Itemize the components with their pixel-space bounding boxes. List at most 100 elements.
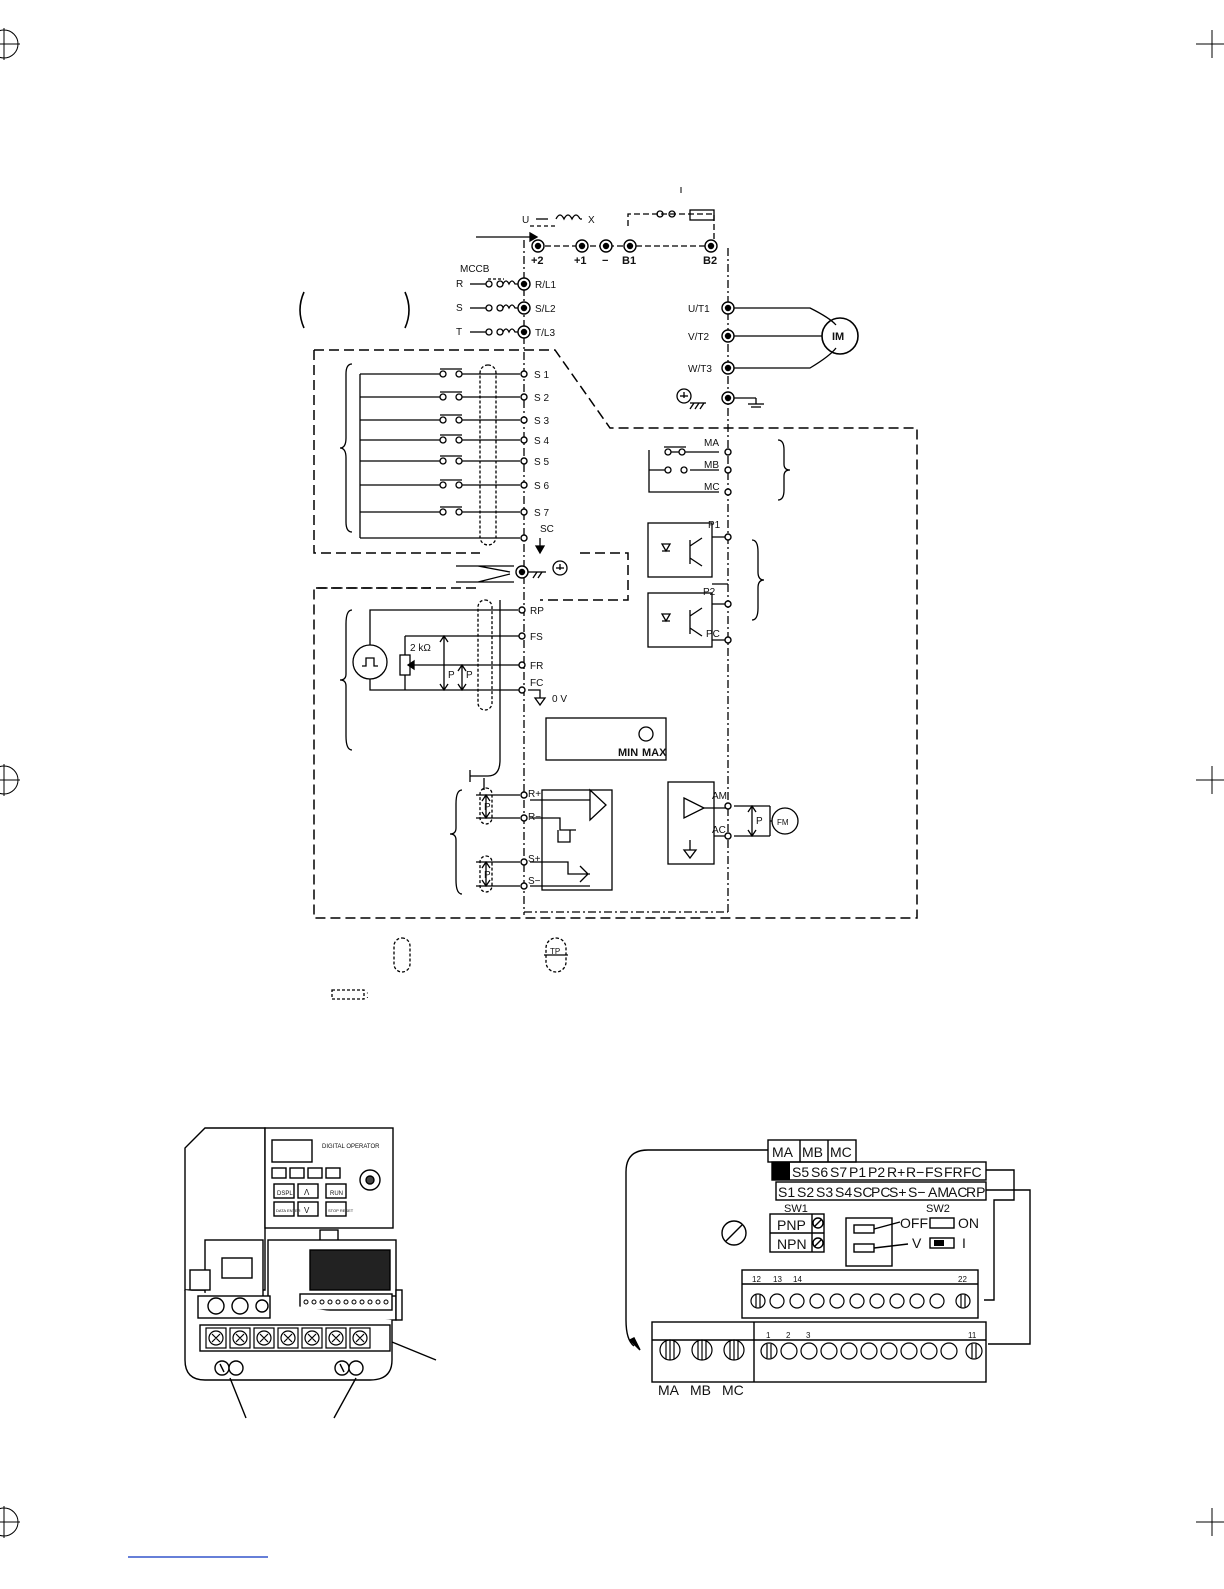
tb-num-11: 11 bbox=[968, 1331, 977, 1340]
relay-ma: MA bbox=[704, 438, 719, 449]
term-minus: − bbox=[602, 255, 608, 267]
sw1-label: SW1 bbox=[784, 1203, 808, 1215]
tb-row2: S5 S6 S7 P1 P2 R+ R− FS FR FC bbox=[792, 1164, 982, 1180]
input-s7: S 7 bbox=[534, 508, 549, 519]
reactor-u: U bbox=[522, 215, 529, 226]
tb-am: AM bbox=[928, 1184, 949, 1200]
tb-num-22: 22 bbox=[958, 1275, 967, 1284]
terminal-block-detail: MA MB MC S5 S6 S7 P1 P2 R+ R− FS FR FC S… bbox=[625, 1139, 1031, 1398]
input-s4: S 4 bbox=[534, 436, 549, 447]
resistor-value: 2 kΩ bbox=[410, 643, 431, 654]
term-r-l1: R/L1 bbox=[535, 280, 557, 291]
term-v-t2: V/T2 bbox=[688, 332, 710, 343]
term-plus1: +1 bbox=[574, 255, 587, 267]
crop-mark-top-right bbox=[1196, 30, 1224, 58]
phase-t: T bbox=[456, 327, 462, 338]
tb-s7: S7 bbox=[830, 1164, 847, 1180]
monitor-am: AM bbox=[712, 791, 727, 802]
term-plus2: +2 bbox=[531, 255, 544, 267]
tb-s-minus: S− bbox=[908, 1184, 926, 1200]
mccb-label: MCCB bbox=[460, 264, 490, 275]
key-dspl: DSPL bbox=[277, 1191, 293, 1197]
relay-mb: MB bbox=[704, 460, 719, 471]
schematic-labels: U X +2 +1 − B1 B2 MCCB R S T R/L1 S/L2 T… bbox=[366, 215, 844, 1001]
comm-shield-2: P bbox=[484, 870, 491, 881]
sw2-off: OFF bbox=[900, 1215, 928, 1231]
sw2-i: I bbox=[962, 1235, 966, 1251]
tb-bottom-mc: MC bbox=[722, 1382, 744, 1398]
tb-s4: S4 bbox=[835, 1184, 852, 1200]
sw1-pnp: PNP bbox=[777, 1217, 806, 1233]
shield-mark-1: P bbox=[448, 670, 455, 681]
tb-num-2: 2 bbox=[786, 1331, 791, 1340]
tb-num-3: 3 bbox=[806, 1331, 811, 1340]
tb-r-minus: R− bbox=[906, 1164, 924, 1180]
term-u-t1: U/T1 bbox=[688, 304, 710, 315]
tb-fs: FS bbox=[925, 1164, 943, 1180]
photo-p2: P2 bbox=[703, 587, 716, 598]
term-w-t3: W/T3 bbox=[688, 364, 712, 375]
sw1-npn: NPN bbox=[777, 1236, 807, 1252]
tb-row3: S1 S2 S3 S4 SC PC S+ S− AM AC RP bbox=[778, 1184, 985, 1200]
tb-p2: P2 bbox=[868, 1164, 885, 1180]
key-run: RUN bbox=[330, 1191, 343, 1197]
phase-r: R bbox=[456, 279, 463, 290]
comm-r-minus: R− bbox=[528, 812, 541, 823]
zero-volt: 0 V bbox=[552, 694, 567, 705]
crop-mark-mid-right bbox=[1196, 766, 1224, 794]
input-sc: SC bbox=[540, 524, 554, 535]
tb-pc: PC bbox=[871, 1184, 890, 1200]
tb-bottom-mb: MB bbox=[690, 1382, 711, 1398]
input-s1: S 1 bbox=[534, 370, 549, 381]
meter-label: FM bbox=[777, 818, 789, 827]
photo-pc: PC bbox=[706, 629, 720, 640]
terminal-points bbox=[515, 239, 735, 890]
term-t-l3: T/L3 bbox=[535, 328, 555, 339]
key-stop: STOP RESET bbox=[328, 1208, 354, 1213]
tb-bottom-ma: MA bbox=[658, 1382, 680, 1398]
monitor-shield: P bbox=[756, 816, 763, 827]
term-b1: B1 bbox=[622, 255, 636, 267]
reactor-x: X bbox=[588, 215, 595, 226]
phase-s: S bbox=[456, 303, 463, 314]
crop-mark-mid-left bbox=[0, 764, 20, 796]
motor-label: IM bbox=[832, 331, 844, 343]
tb-s3: S3 bbox=[816, 1184, 833, 1200]
analog-fr: FR bbox=[530, 661, 543, 672]
input-s6: S 6 bbox=[534, 481, 549, 492]
monitor-ac: AC bbox=[712, 825, 726, 836]
tb-top-mb: MB bbox=[802, 1144, 823, 1160]
inverter-photo: DIGITAL OPERATOR DSPL Λ RUN DATA ENTER V… bbox=[184, 1127, 437, 1419]
comm-r-plus: R+ bbox=[528, 789, 541, 800]
sw2-on: ON bbox=[958, 1215, 979, 1231]
legend-colon: : bbox=[366, 990, 369, 1001]
key-data: DATA ENTER bbox=[276, 1208, 301, 1213]
tb-ac: AC bbox=[948, 1184, 967, 1200]
key-up: Λ bbox=[304, 1188, 310, 1197]
tb-s2: S2 bbox=[797, 1184, 814, 1200]
shield-mark-2: P bbox=[466, 670, 473, 681]
motor-circle bbox=[821, 317, 859, 355]
relay-mc: MC bbox=[704, 482, 720, 493]
analog-fc: FC bbox=[530, 678, 543, 689]
tb-sc: SC bbox=[853, 1184, 872, 1200]
comm-shield-1: P bbox=[484, 802, 491, 813]
tb-r-plus: R+ bbox=[887, 1164, 905, 1180]
tb-num-13: 13 bbox=[773, 1275, 782, 1284]
tb-s-plus: S+ bbox=[889, 1184, 907, 1200]
term-s-l2: S/L2 bbox=[535, 304, 556, 315]
legend-tp: TP bbox=[550, 947, 560, 956]
tb-num-1: 1 bbox=[766, 1331, 771, 1340]
analog-rp: RP bbox=[530, 606, 544, 617]
sw2-label: SW2 bbox=[926, 1203, 950, 1215]
tb-top-ma: MA bbox=[772, 1144, 794, 1160]
operator-title: DIGITAL OPERATOR bbox=[322, 1144, 380, 1150]
tb-p1: P1 bbox=[849, 1164, 866, 1180]
tb-top-mc: MC bbox=[830, 1144, 852, 1160]
tb-s6: S6 bbox=[811, 1164, 828, 1180]
main-schematic bbox=[299, 209, 918, 1000]
comm-s-minus: S− bbox=[528, 876, 541, 887]
input-s2: S 2 bbox=[534, 393, 549, 404]
crop-mark-bottom-right bbox=[1196, 1508, 1224, 1536]
